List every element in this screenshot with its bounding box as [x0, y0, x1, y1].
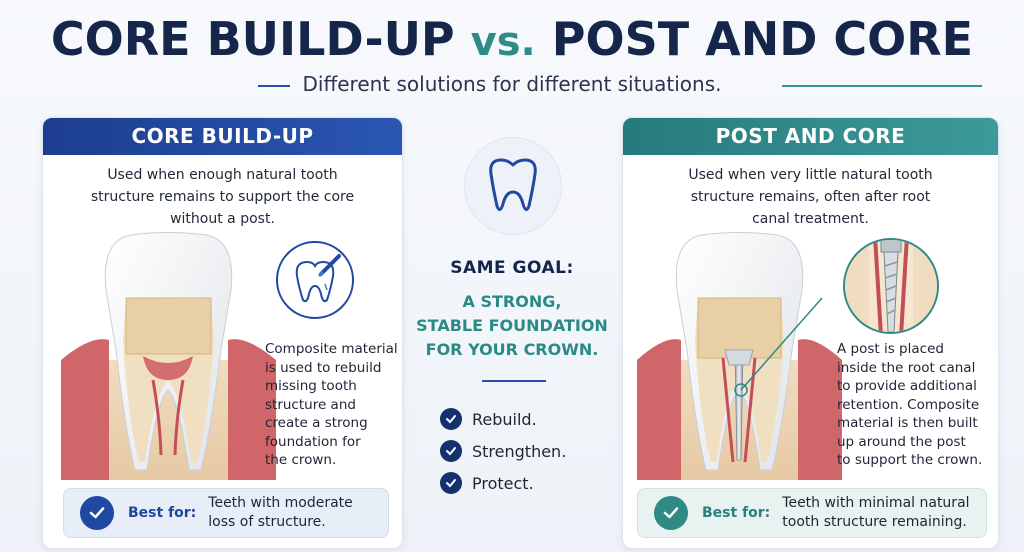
main-title: CORE BUILD-UP vs. POST AND CORE	[0, 8, 1024, 73]
core-build-up-best-for: Best for: Teeth with moderate loss of st…	[63, 488, 389, 538]
title-vs: vs.	[470, 19, 536, 65]
post-and-core-best-for: Best for: Teeth with minimal natural too…	[637, 488, 987, 538]
same-goal-heading: SAME GOAL:	[450, 258, 574, 278]
title-part-2: POST AND CORE	[551, 12, 974, 66]
check-icon	[654, 496, 688, 530]
tooth-icon	[464, 137, 562, 235]
core-build-up-heading: CORE BUILD-UP	[43, 118, 402, 155]
bullet-item: Protect.	[440, 467, 566, 499]
check-icon	[440, 440, 462, 462]
bullet-item: Strengthen.	[440, 435, 566, 467]
post-and-core-tooth-illustration	[637, 232, 842, 480]
best-for-text: Teeth with moderate loss of structure.	[208, 495, 353, 530]
goal-divider	[482, 380, 546, 382]
core-build-up-note: Composite material is used to rebuild mi…	[265, 341, 398, 468]
subtitle: Different solutions for different situat…	[302, 72, 722, 96]
check-icon	[80, 496, 114, 530]
post-closeup-icon	[843, 238, 939, 334]
core-build-up-tooth-illustration	[61, 232, 276, 480]
goal-bullets: Rebuild. Strengthen. Protect.	[440, 403, 566, 499]
subtitle-rule-right	[782, 85, 982, 87]
post-and-core-note: A post is placed inside the root canal t…	[837, 341, 983, 468]
bullet-item: Rebuild.	[440, 403, 566, 435]
goal-statement: A STRONG, STABLE FOUNDATION FOR YOUR CRO…	[416, 292, 608, 359]
post-and-core-description: Used when very little natural tooth stru…	[688, 167, 933, 227]
post-and-core-heading: POST AND CORE	[623, 118, 998, 155]
check-icon	[440, 408, 462, 430]
dental-tool-icon	[276, 241, 354, 319]
core-build-up-description: Used when enough natural tooth structure…	[90, 167, 355, 227]
title-part-1: CORE BUILD-UP	[50, 12, 455, 66]
core-build-up-panel: CORE BUILD-UP Used when enough natural t…	[42, 117, 403, 549]
best-for-label: Best for:	[702, 505, 771, 521]
subtitle-rule-left	[258, 85, 290, 87]
best-for-label: Best for:	[128, 505, 197, 521]
check-icon	[440, 472, 462, 494]
post-and-core-panel: POST AND CORE Used when very little natu…	[622, 117, 999, 549]
best-for-text: Teeth with minimal natural tooth structu…	[782, 495, 970, 530]
